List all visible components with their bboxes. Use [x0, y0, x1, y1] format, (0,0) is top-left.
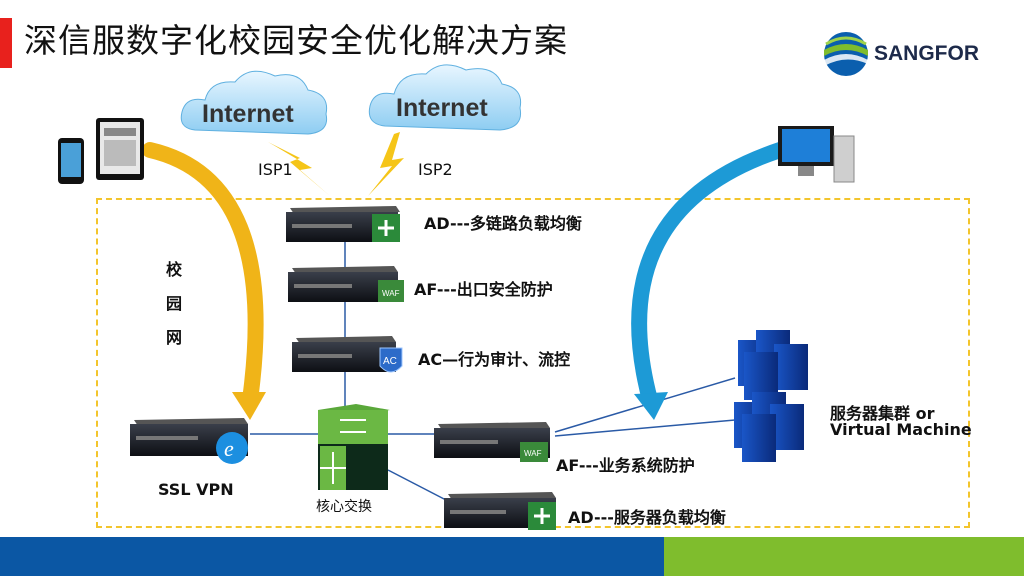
ac-label: AC—行为审计、流控 [418, 350, 571, 369]
isp1-lightning-icon [268, 142, 330, 196]
campus-access-arrow [142, 142, 266, 420]
ssl-vpn-label: SSL VPN [158, 480, 234, 499]
campus-label-char-2: 园 [166, 294, 183, 313]
desktop-pc-icon [778, 126, 855, 183]
af-business-firewall-device: WAF [434, 422, 550, 462]
server-access-arrow [631, 142, 788, 420]
cloud-left-label: Internet [202, 100, 294, 128]
internet-cloud-left: Internet [180, 70, 328, 135]
server-cluster-icon [734, 330, 808, 462]
core-switch-device [318, 404, 390, 490]
footer-bar-blue [0, 537, 664, 576]
svg-text:e: e [224, 436, 234, 461]
footer-bar-green [664, 537, 1024, 576]
campus-label-char-3: 网 [166, 328, 183, 347]
page-title: 深信服数字化校园安全优化解决方案 [24, 21, 568, 60]
cloud-right-label: Internet [396, 94, 488, 122]
sangfor-logo: SANGFOR [822, 30, 992, 80]
af-exit-firewall-device: WAF [288, 266, 404, 302]
server-cluster-label-2: Virtual Machine [830, 420, 972, 439]
isp2-label: ISP2 [418, 160, 453, 179]
ad-multilink-label: AD---多链路负载均衡 [424, 214, 582, 233]
ad-server-lb-label: AD---服务器负载均衡 [568, 508, 726, 527]
ssl-vpn-device: e [130, 418, 248, 464]
isp2-lightning-icon [368, 132, 404, 196]
ad-server-lb-device [444, 492, 556, 530]
svg-text:WAF: WAF [524, 449, 542, 458]
sangfor-logo-icon [824, 32, 868, 76]
svg-text:AC: AC [383, 356, 397, 367]
internet-cloud-right: Internet [368, 64, 522, 131]
title-accent-bar [0, 18, 12, 68]
svg-text:WAF: WAF [382, 289, 400, 298]
mobile-devices-icon [58, 118, 144, 184]
af-exit-label: AF---出口安全防护 [414, 280, 553, 299]
campus-label-char-1: 校 [166, 260, 183, 279]
server-cluster-label-1: 服务器集群 or [830, 404, 935, 423]
ac-audit-device: AC [292, 336, 403, 373]
af-business-label: AF---业务系统防护 [556, 456, 695, 475]
logo-brand-text: SANGFOR [874, 42, 979, 65]
isp1-label: ISP1 [258, 160, 293, 179]
core-switch-label: 核心交换 [316, 499, 372, 515]
ad-multilink-device [286, 206, 400, 242]
